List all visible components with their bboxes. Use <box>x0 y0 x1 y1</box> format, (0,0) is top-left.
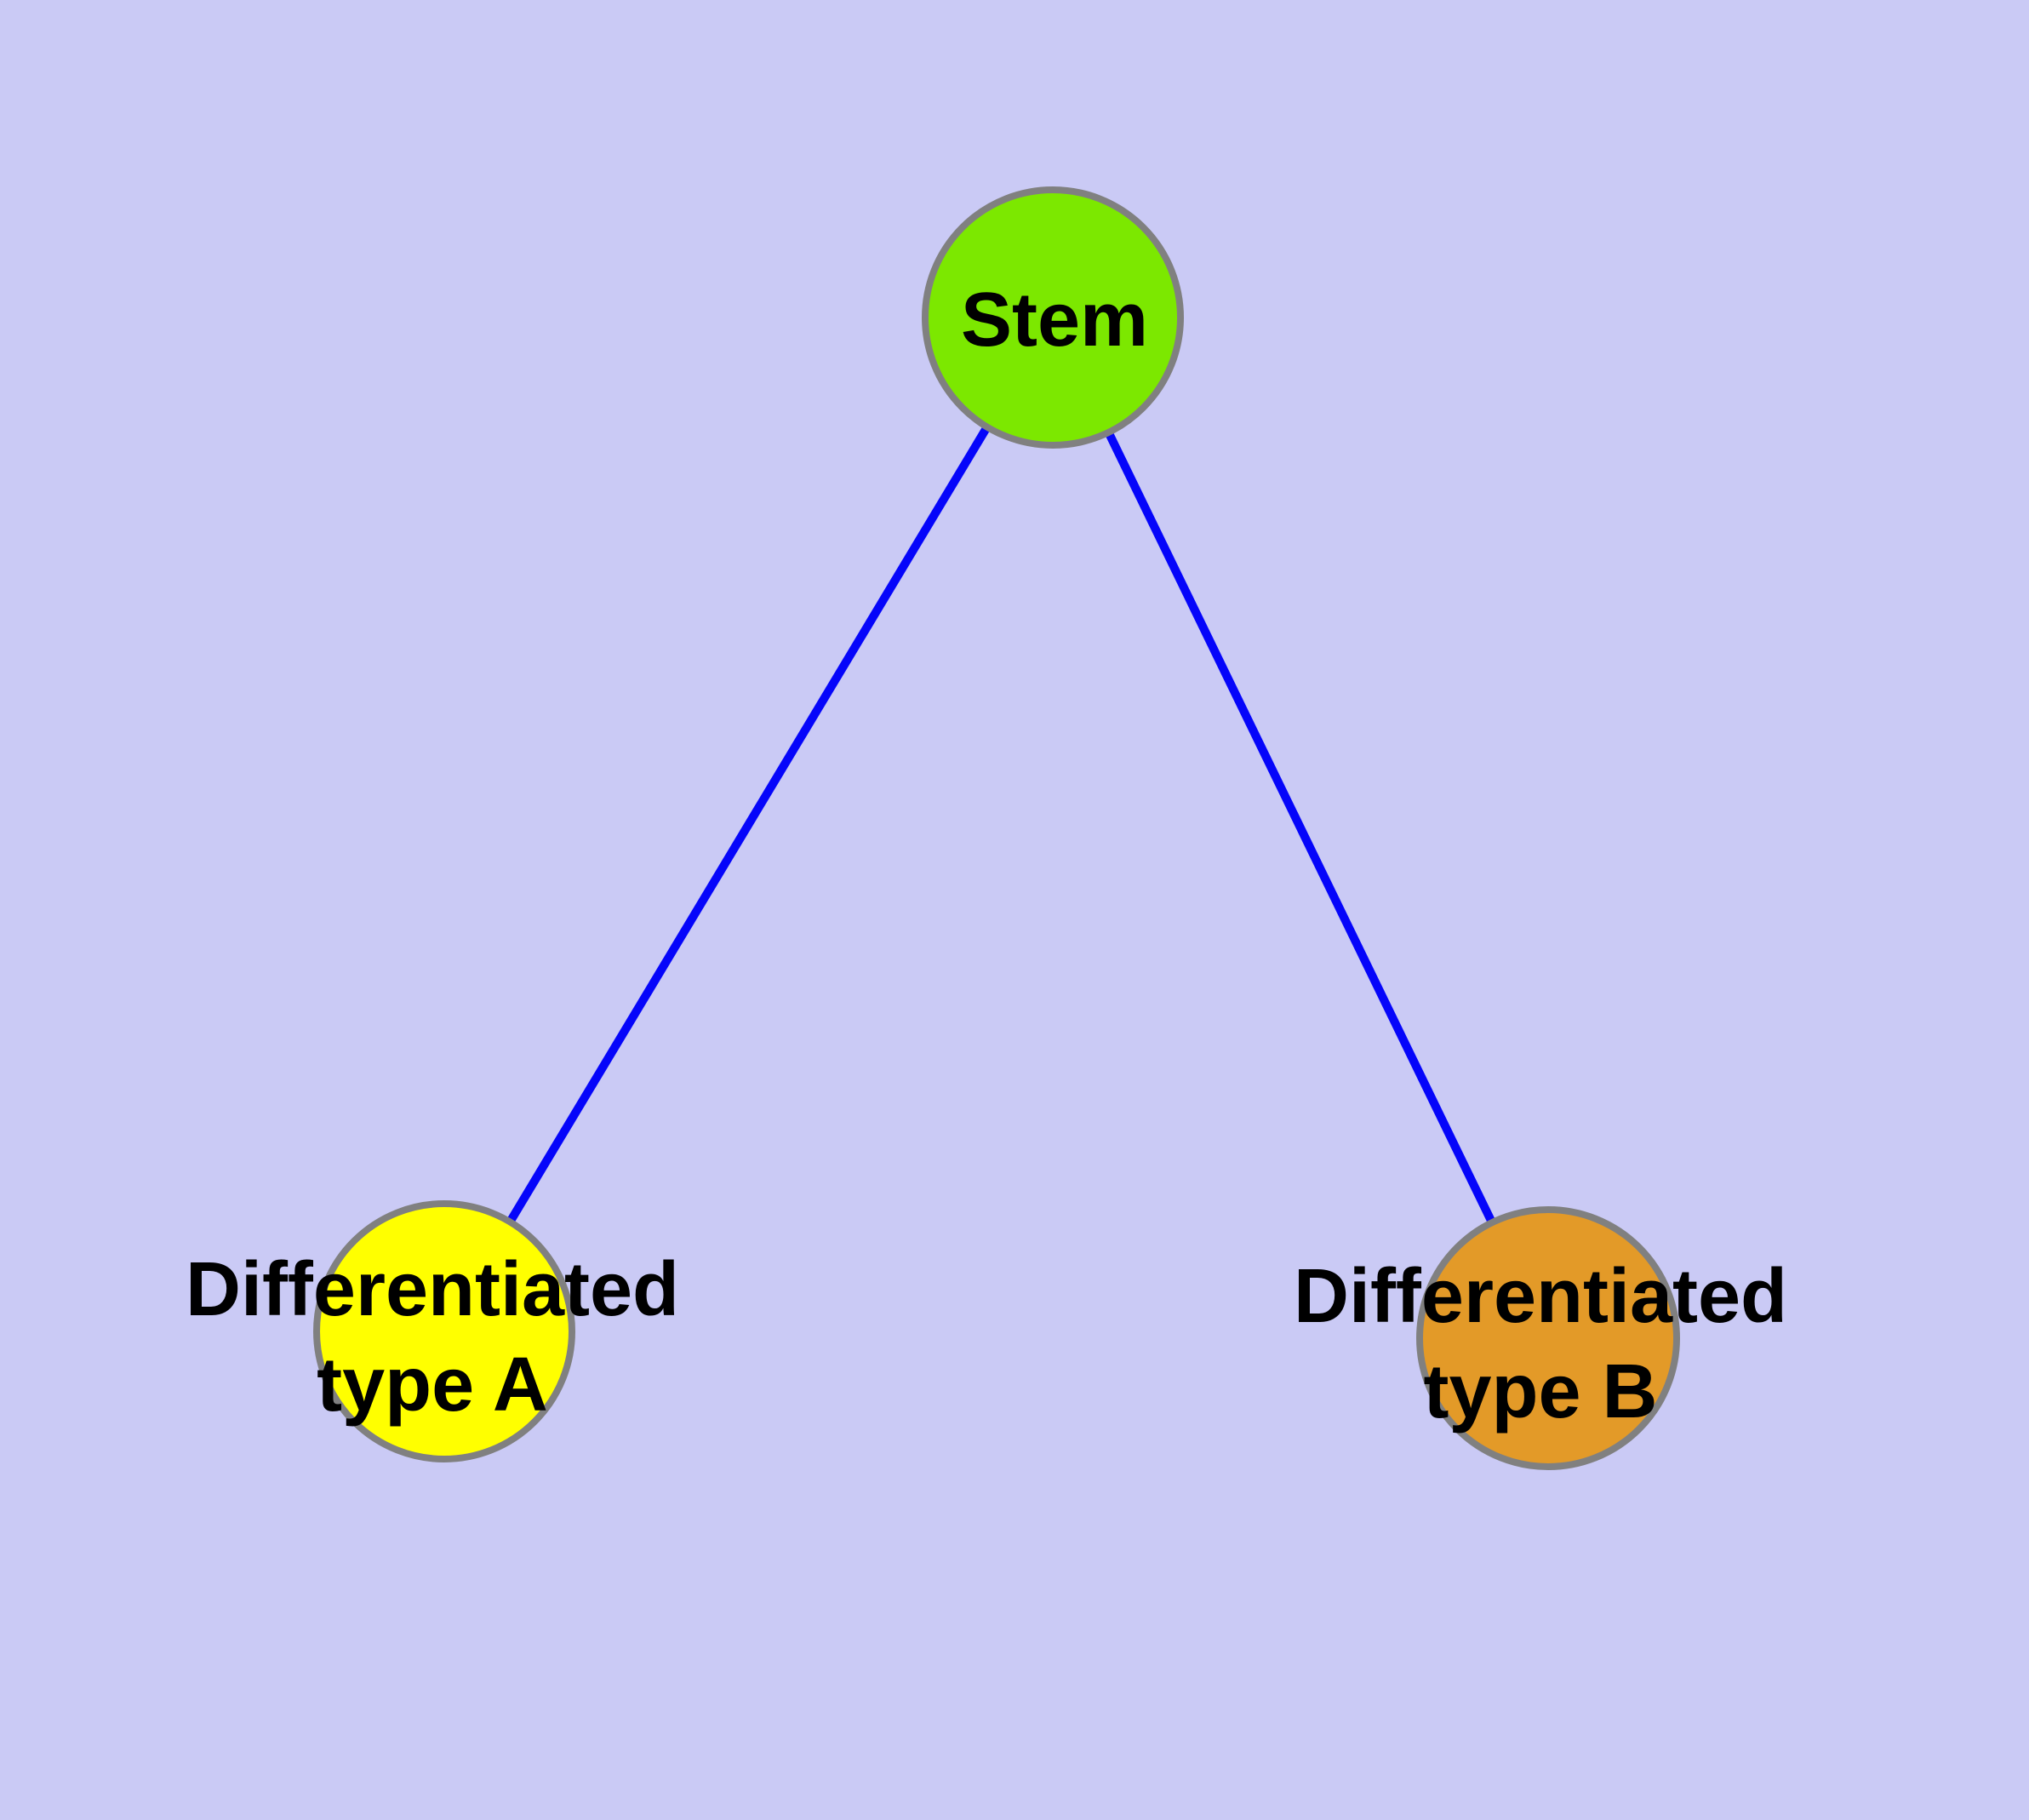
edge-stem-to-type-a <box>440 313 1057 1336</box>
node-differentiated-type-a <box>313 1200 575 1462</box>
node-type-b-label-line-2: type B <box>1423 1349 1657 1434</box>
node-stem <box>922 186 1184 449</box>
node-stem-label: Stem <box>961 278 1148 363</box>
node-type-b-label-line-1: Differentiated <box>1294 1254 1787 1339</box>
edge-stem-to-type-b <box>1049 313 1552 1342</box>
node-type-a-label-line-1: Differentiated <box>186 1247 679 1332</box>
node-type-a-label-line-2: type A <box>317 1342 548 1428</box>
node-differentiated-type-b <box>1416 1206 1680 1470</box>
